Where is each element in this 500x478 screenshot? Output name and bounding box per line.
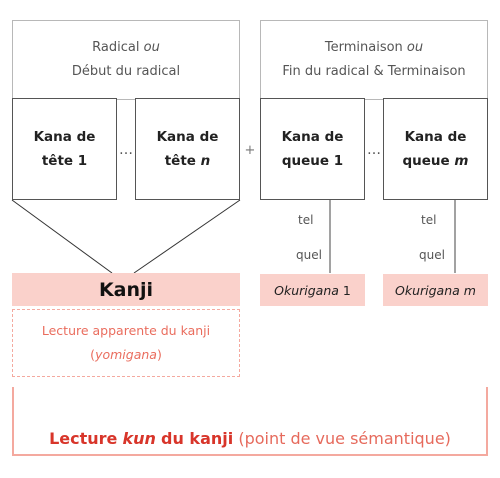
quel-label-1: quel xyxy=(296,248,322,262)
lecture-apparente-box: Lecture apparente du kanji (yomigana) xyxy=(12,309,240,377)
terminaison-header-line2: Fin du radical & Terminaison xyxy=(282,64,466,79)
ellipsis-left: … xyxy=(119,142,133,158)
lecture-apparente-line1: Lecture apparente du kanji xyxy=(41,323,211,338)
plus-sign: + xyxy=(244,142,256,158)
ellipsis-right: … xyxy=(367,142,381,158)
kanji-connector-left xyxy=(11,199,113,274)
tel-label-m: tel xyxy=(421,213,437,227)
radical-header-line2: Début du radical xyxy=(71,64,181,79)
terminaison-header-line1: Terminaison ou xyxy=(324,40,424,55)
lecture-apparente-line2: (yomigana) xyxy=(90,347,162,362)
radical-header-box: Radical ou Début du radical xyxy=(12,20,240,100)
lecture-kun-text: Lecture kun du kanji (point de vue séman… xyxy=(49,428,451,448)
kana-tete-n-box: Kana de tête n xyxy=(135,98,240,200)
kana-queue-m-box: Kana de queue m xyxy=(383,98,488,200)
okurigana-m-box: Okurigana m xyxy=(383,274,488,306)
terminaison-header-box: Terminaison ou Fin du radical & Terminai… xyxy=(260,20,488,100)
kana-queue-1-box: Kana de queue 1 xyxy=(260,98,365,200)
tel-label-1: tel xyxy=(298,213,314,227)
okurigana-1-box: Okurigana 1 xyxy=(260,274,365,306)
kanji-box: Kanji xyxy=(12,273,240,306)
kana-tete-1-box: Kana de tête 1 xyxy=(12,98,117,200)
quel-label-m: quel xyxy=(419,248,445,262)
lecture-kun-bracket xyxy=(12,387,488,456)
radical-header-line1: Radical ou xyxy=(92,40,160,55)
kanji-connector-right xyxy=(133,199,241,274)
